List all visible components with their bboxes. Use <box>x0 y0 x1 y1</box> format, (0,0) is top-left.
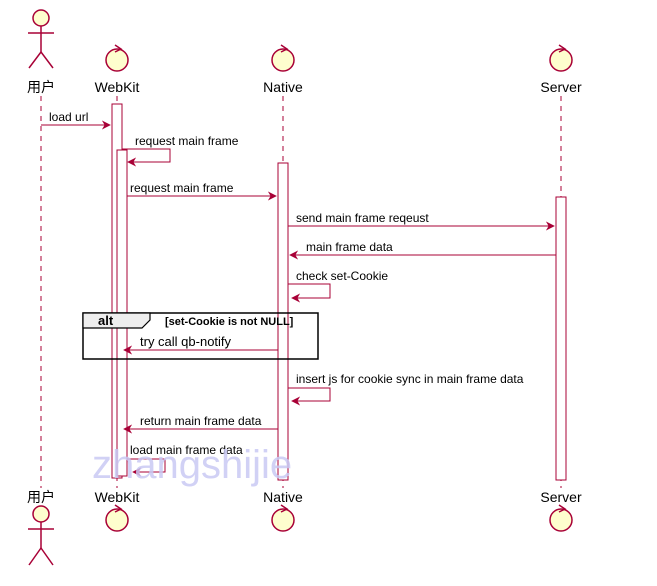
svg-text:request main frame: request main frame <box>135 134 239 148</box>
message-load-url: load url <box>41 110 111 130</box>
participant-server-bottom: Server <box>540 489 582 505</box>
alt-condition: [set-Cookie is not NULL] <box>165 316 294 328</box>
message-request-main-frame: request main frame <box>127 181 277 201</box>
watermark-text: zhangshijie <box>92 443 292 487</box>
control-native-top-icon <box>271 44 295 72</box>
activation-native <box>277 162 289 481</box>
participant-webkit-bottom: WebKit <box>95 489 140 505</box>
actor-user-bottom <box>28 505 54 566</box>
alt-keyword: alt <box>98 313 114 328</box>
svg-text:insert js for cookie sync in m: insert js for cookie sync in main frame … <box>296 372 524 386</box>
svg-text:load url: load url <box>49 110 88 124</box>
message-request-main-frame-self: request main frame <box>122 134 239 167</box>
message-load-main-frame-data: load main frame data <box>127 443 243 477</box>
message-send-main-frame-request: send main frame reqeust <box>288 211 555 231</box>
svg-text:send main frame reqeust: send main frame reqeust <box>296 211 429 225</box>
participant-user-bottom: 用户 <box>27 489 55 505</box>
control-server-top-icon <box>549 44 573 72</box>
participant-server-top: Server <box>540 79 582 95</box>
svg-text:request main frame: request main frame <box>130 181 234 195</box>
message-check-set-cookie: check set-Cookie <box>288 269 388 303</box>
control-server-bottom-icon <box>549 504 573 532</box>
participant-native-bottom: Native <box>263 489 303 505</box>
svg-text:return main frame data: return main frame data <box>140 414 262 428</box>
control-webkit-bottom-icon <box>105 504 129 532</box>
svg-text:main frame data: main frame data <box>306 240 393 254</box>
message-return-main-frame-data: return main frame data <box>123 414 278 434</box>
svg-text:try call qb-notify: try call qb-notify <box>140 334 232 349</box>
participant-user-top: 用户 <box>27 79 55 95</box>
svg-text:load main frame data: load main frame data <box>130 443 243 457</box>
control-native-bottom-icon <box>271 504 295 532</box>
svg-text:check set-Cookie: check set-Cookie <box>296 269 388 283</box>
control-webkit-top-icon <box>105 44 129 72</box>
participant-webkit-top: WebKit <box>95 79 140 95</box>
activation-server <box>555 196 567 481</box>
alt-fragment: alt [set-Cookie is not NULL] <box>82 312 319 360</box>
participant-native-top: Native <box>263 79 303 95</box>
message-main-frame-data: main frame data <box>289 240 556 260</box>
actor-user-top <box>28 9 54 69</box>
message-try-call-qb-notify: try call qb-notify <box>123 334 278 355</box>
message-insert-js: insert js for cookie sync in main frame … <box>288 372 524 406</box>
